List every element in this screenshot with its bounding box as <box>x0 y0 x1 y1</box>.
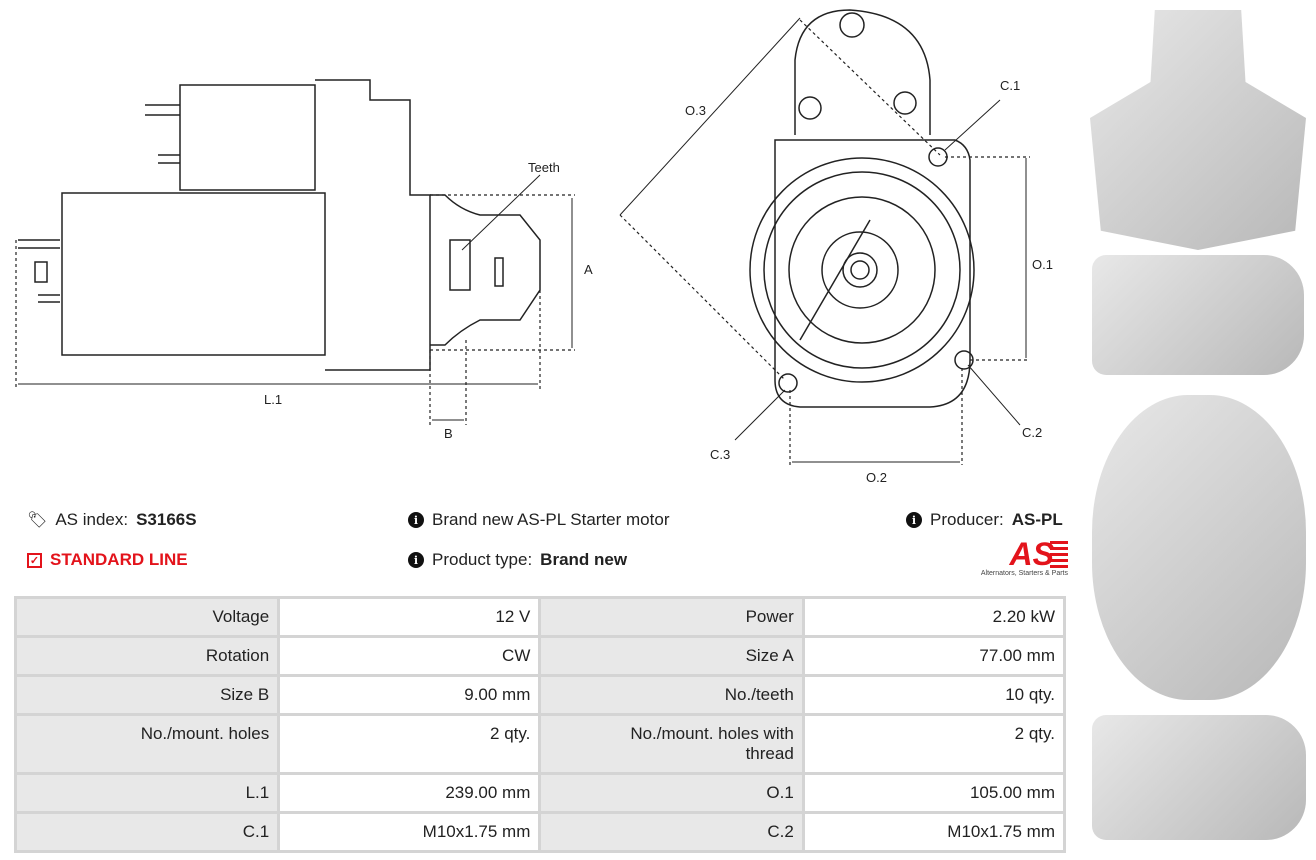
as-index: 🏷 AS index:S3166S <box>27 510 197 529</box>
dim-o2-label: O.2 <box>866 470 887 485</box>
dim-a-label: A <box>584 262 593 277</box>
teeth-label: Teeth <box>528 160 560 175</box>
info-icon: i <box>906 512 922 528</box>
check-square-icon: ✓ <box>27 552 42 568</box>
dim-b-label: B <box>444 426 453 441</box>
spec-value: 239.00 mm <box>277 772 542 814</box>
product-photo-side-2 <box>1092 715 1306 840</box>
spec-value: 77.00 mm <box>801 635 1067 677</box>
spec-label: Size B <box>13 674 281 716</box>
spec-value: 12 V <box>277 596 542 638</box>
spec-value: 9.00 mm <box>277 674 542 716</box>
spec-label: Rotation <box>13 635 281 677</box>
product-photo-front <box>1090 10 1306 250</box>
tags-icon: 🏷 <box>27 512 48 529</box>
spec-label: No./mount. holes with thread <box>538 713 805 775</box>
product-photo-side <box>1092 255 1304 375</box>
side-view-drawing <box>18 79 541 371</box>
product-photo-rear <box>1092 395 1306 700</box>
spec-label: C.2 <box>538 811 805 853</box>
dim-l1-label: L.1 <box>264 392 283 407</box>
as-pl-logo: AS Alternators, Starters & Parts <box>966 538 1068 577</box>
spec-label: Size A <box>538 635 805 677</box>
standard-line-badge: ✓ STANDARD LINE <box>27 550 188 570</box>
technical-drawing <box>15 9 1030 465</box>
dim-o3-label: O.3 <box>685 103 706 118</box>
spec-label: No./mount. holes <box>13 713 281 775</box>
spec-value: 2 qty. <box>801 713 1067 775</box>
dim-o1-label: O.1 <box>1032 257 1053 272</box>
spec-value: 2 qty. <box>277 713 542 775</box>
spec-value: 105.00 mm <box>801 772 1067 814</box>
spec-value: 2.20 kW <box>801 596 1067 638</box>
spec-label: Power <box>538 596 805 638</box>
spec-label: No./teeth <box>538 674 805 716</box>
spec-label: Voltage <box>13 596 281 638</box>
spec-label: O.1 <box>538 772 805 814</box>
dim-c3-label: C.3 <box>710 447 731 462</box>
spec-value: 10 qty. <box>801 674 1067 716</box>
info-icon: i <box>408 512 424 528</box>
dim-c1-label: C.1 <box>1000 78 1021 93</box>
spec-label: L.1 <box>13 772 281 814</box>
info-icon: i <box>408 552 424 568</box>
spec-label: C.1 <box>13 811 281 853</box>
dim-c2-label: C.2 <box>1022 425 1043 440</box>
spec-value: M10x1.75 mm <box>277 811 542 853</box>
front-view-drawing <box>749 9 975 408</box>
spec-value: CW <box>277 635 542 677</box>
spec-value: M10x1.75 mm <box>801 811 1067 853</box>
